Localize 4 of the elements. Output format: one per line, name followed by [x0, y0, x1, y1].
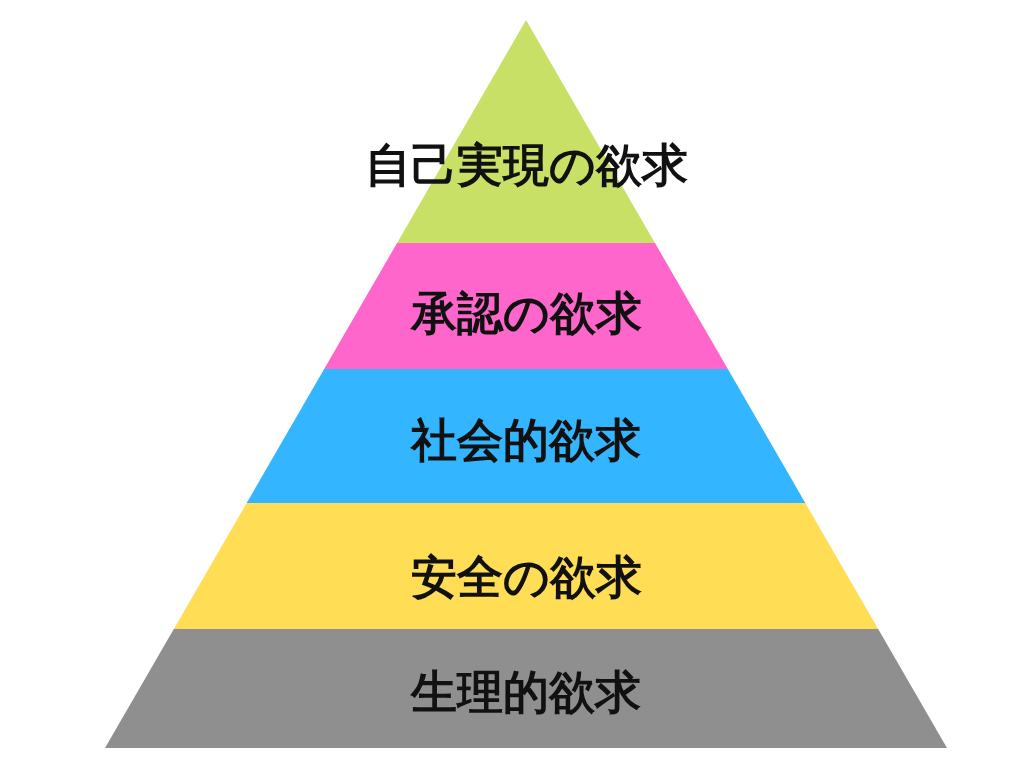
tier-label: 安全の欲求: [410, 554, 642, 600]
tier-label: 承認の欲求: [410, 290, 642, 336]
tier-label: 生理的欲求: [411, 669, 641, 715]
tier-label: 社会的欲求: [411, 417, 641, 463]
